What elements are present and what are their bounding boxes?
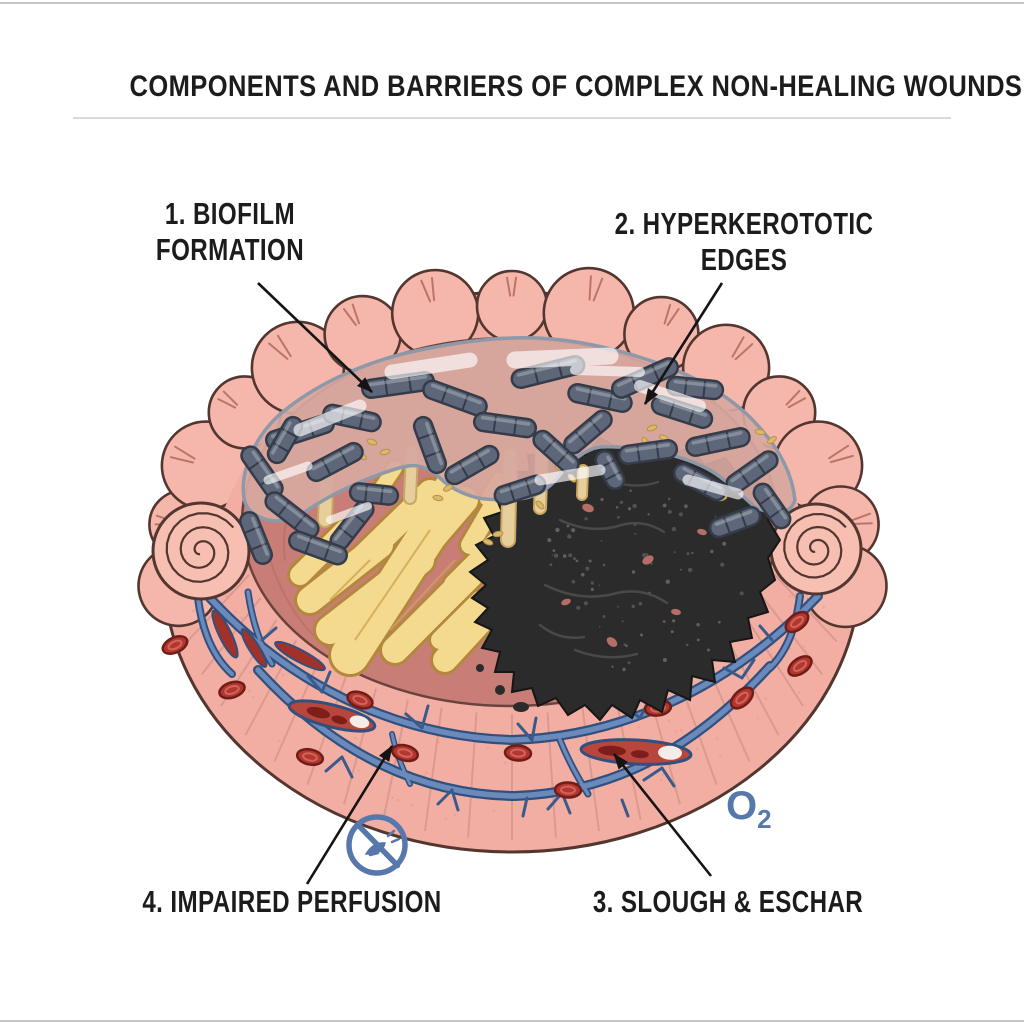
bacterium — [444, 444, 500, 486]
vessel-slivers — [211, 609, 326, 672]
clotted-vessel-left — [287, 699, 377, 733]
bacterium — [617, 438, 679, 466]
red-blood-cell — [161, 635, 189, 655]
red-blood-cell — [787, 655, 813, 677]
bacterium — [306, 441, 364, 483]
label-impaired-perfusion: 4. IMPAIRED PERFUSION — [142, 884, 442, 919]
bacterium — [264, 491, 320, 539]
label-slough-eschar: 3. SLOUGH & ESCHAR — [592, 884, 864, 919]
red-blood-cell — [346, 690, 374, 710]
oxygen-label: O2 — [726, 784, 772, 835]
bacterium — [412, 415, 448, 475]
red-blood-cell — [295, 747, 325, 767]
clotted-vessel-right — [579, 738, 693, 766]
bacterium — [348, 482, 400, 506]
bacterium — [708, 505, 762, 539]
red-blood-cell — [729, 686, 755, 710]
oxygen-symbol: O — [726, 784, 758, 828]
eschar-mass — [468, 436, 782, 722]
label-biofilm-line2: FORMATION — [155, 231, 305, 267]
perfusion-arrow — [305, 745, 394, 885]
label-hyper-line2: EDGES — [700, 241, 788, 277]
oxygen-subscript: 2 — [757, 804, 772, 834]
bacterium — [493, 474, 547, 506]
label-biofilm-formation: 1. BIOFILM FORMATION — [113, 196, 347, 268]
bacterium — [532, 429, 580, 475]
bacterium — [288, 530, 348, 566]
red-blood-cell — [553, 781, 583, 799]
bacterium — [594, 450, 626, 490]
bacterium — [567, 382, 633, 414]
bacterium — [239, 511, 273, 565]
biofilm-arrow — [257, 282, 373, 393]
slough-arrow — [612, 753, 713, 877]
label-hyperkerototic-edges: 2. HYPERKEROTOTIC EDGES — [611, 206, 876, 278]
red-blood-cell — [503, 744, 533, 762]
bottom-border-line — [0, 1020, 1024, 1022]
label-biofilm-line1: 1. BIOFILM — [164, 196, 296, 231]
no-perfusion-icon — [346, 814, 408, 876]
label-hyper-line1: 2. HYPERKEROTOTIC — [614, 206, 874, 241]
red-blood-cell — [784, 610, 810, 634]
title-divider — [73, 117, 951, 119]
bacterium — [685, 426, 751, 458]
hyperkerototic-arrow — [643, 282, 724, 405]
bacterium — [752, 482, 792, 530]
vessel-network — [194, 588, 823, 818]
annotation-arrows — [257, 282, 724, 885]
top-border-line — [0, 2, 1024, 4]
red-blood-cell — [218, 680, 246, 700]
page-title: COMPONENTS AND BARRIERS OF COMPLEX NON-H… — [129, 70, 1023, 103]
bacterium — [266, 415, 304, 465]
bacteria-group — [239, 354, 792, 566]
rolled-edge-left — [151, 501, 251, 601]
bacterium — [422, 379, 488, 417]
red-blood-cell — [391, 743, 419, 763]
red-blood-cells — [161, 610, 813, 799]
biofilm-gloss — [263, 347, 744, 524]
bacterium — [472, 411, 538, 439]
